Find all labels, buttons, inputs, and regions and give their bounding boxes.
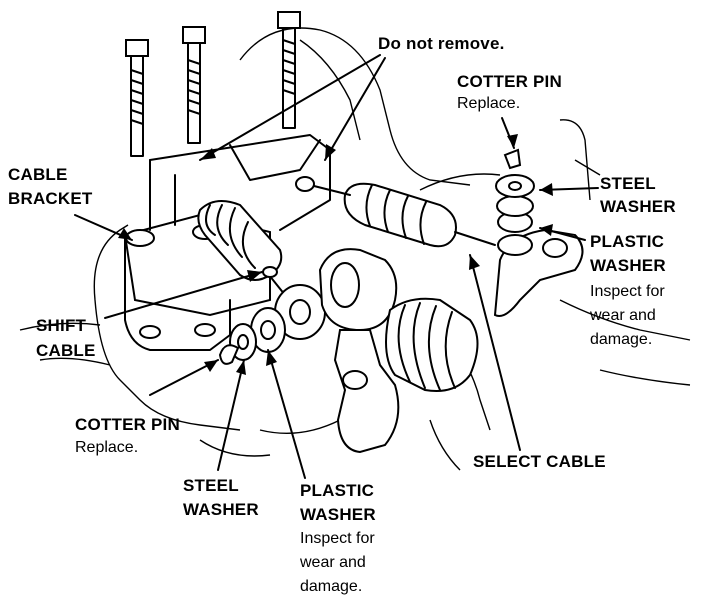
plastic-washer-bottom-note-1: Inspect for xyxy=(300,530,375,547)
mounting-bolts xyxy=(125,11,301,157)
select-cable-boot xyxy=(295,176,496,248)
plastic-washer-right-label-2: WASHER xyxy=(590,256,666,275)
cotter-pin-bottom-label: COTTER PIN xyxy=(75,415,180,434)
plastic-washer-bottom-note-2: wear and xyxy=(300,554,366,571)
plastic-washer-right-note-3: damage. xyxy=(590,331,653,348)
steel-washer-right-label-2: WASHER xyxy=(600,197,676,216)
cable-bracket-label-2: BRACKET xyxy=(8,189,93,208)
plastic-washer-right-note-2: wear and xyxy=(590,307,656,324)
steel-washer-right-label: STEEL xyxy=(600,174,656,193)
plastic-washer-right-note-1: Inspect for xyxy=(590,283,665,300)
plastic-washer-bottom-label: PLASTIC xyxy=(300,481,375,500)
do-not-remove-label: Do not remove. xyxy=(378,34,505,53)
plastic-washer-right-label: PLASTIC xyxy=(590,232,665,251)
shift-cable-boot xyxy=(197,200,286,296)
shift-cable-label: SHIFT xyxy=(36,316,87,335)
cotter-pin-top-note: Replace. xyxy=(457,95,521,112)
steel-washer-bottom-label-2: WASHER xyxy=(183,500,259,519)
bottom-washer-stack xyxy=(218,284,326,365)
arrowheads xyxy=(118,134,553,375)
transmission-housing xyxy=(19,27,691,471)
plastic-washer-bottom-note-3: damage. xyxy=(300,578,363,595)
shift-cable-label-2: CABLE xyxy=(36,341,96,360)
cotter-pin-top-label: COTTER PIN xyxy=(457,72,562,91)
select-lever-assembly xyxy=(493,148,584,317)
cable-bracket-label: CABLE xyxy=(8,165,68,184)
cotter-pin-bottom-note: Replace. xyxy=(75,439,139,456)
steel-washer-bottom-label: STEEL xyxy=(183,476,239,495)
plastic-washer-bottom-label-2: WASHER xyxy=(300,505,376,524)
select-cable-label: SELECT CABLE xyxy=(473,452,606,471)
shift-lever-assembly xyxy=(318,248,479,454)
